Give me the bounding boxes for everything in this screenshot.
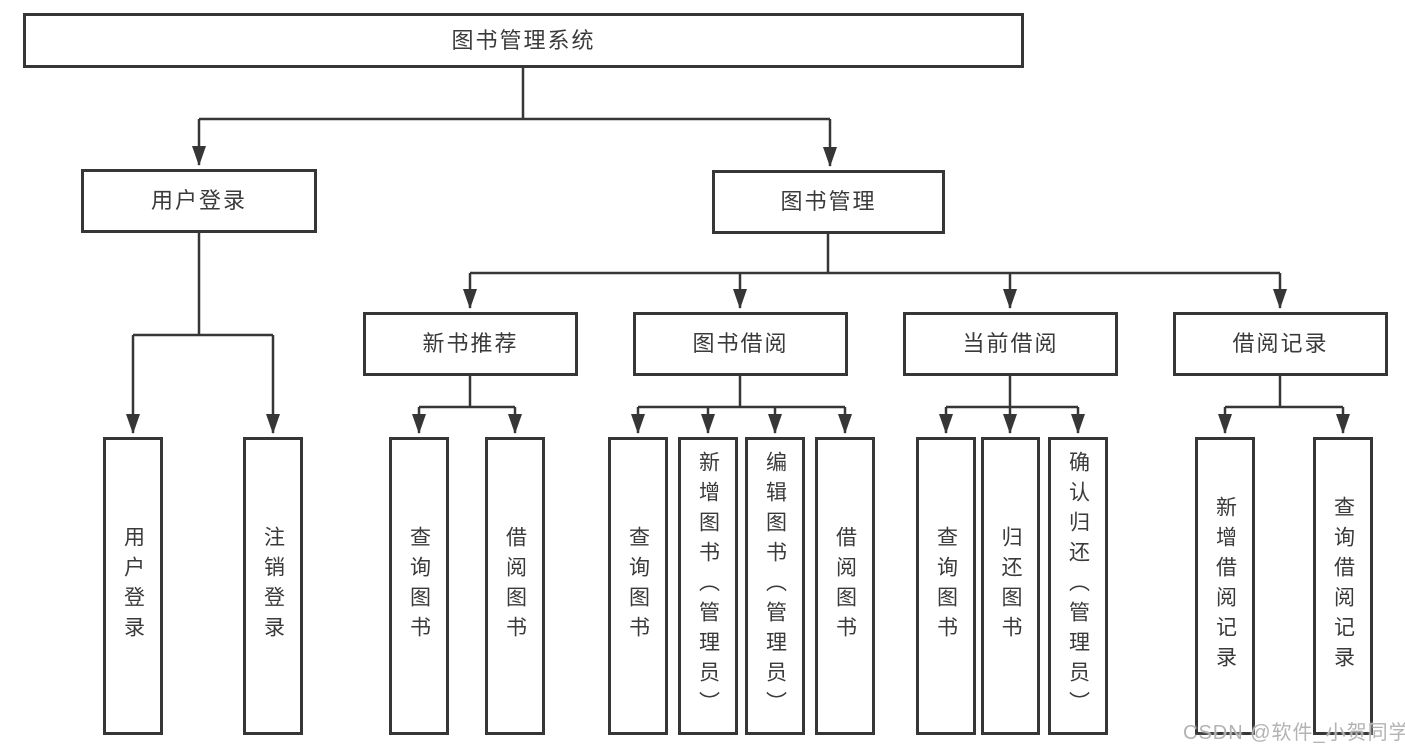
node-query-books-recommend: 查询图书 [389,437,449,735]
node-current-borrow: 当前借阅 [903,312,1118,376]
node-query-books-current: 查询图书 [916,437,976,735]
node-query-books-recommend-label: 查询图书 [407,526,431,646]
node-logout-login: 注销登录 [243,437,303,735]
node-edit-book-admin-label: 编辑图书（管理员） [763,451,787,721]
node-confirm-return-admin: 确认归还（管理员） [1048,437,1108,735]
node-query-books-borrow-label: 查询图书 [626,526,650,646]
node-add-book-admin: 新增图书（管理员） [678,437,738,735]
node-borrow-books-borrow-label: 借阅图书 [833,526,857,646]
node-borrow-books-recommend: 借阅图书 [485,437,545,735]
node-query-books-borrow: 查询图书 [608,437,668,735]
node-user-login-label: 用户登录 [121,526,145,646]
csdn-watermark: CSDN @软件_小贺同学 [1183,722,1405,744]
node-book-borrow: 图书借阅 [633,312,848,376]
node-add-book-admin-label: 新增图书（管理员） [696,451,720,721]
node-logout-login-label: 注销登录 [261,526,285,646]
node-return-books-label: 归还图书 [999,526,1022,646]
node-confirm-return-admin-label: 确认归还（管理员） [1066,451,1090,721]
node-library-management-system: 图书管理系统 [23,13,1024,68]
node-new-book-recommend: 新书推荐 [363,312,578,376]
node-borrow-records: 借阅记录 [1173,312,1388,376]
node-book-management: 图书管理 [712,170,945,234]
node-edit-book-admin: 编辑图书（管理员） [745,437,805,735]
node-user-login-branch: 用户登录 [81,169,317,233]
node-borrow-books-borrow: 借阅图书 [815,437,875,735]
node-query-borrow-record-label: 查询借阅记录 [1331,496,1355,676]
node-user-login: 用户登录 [103,437,163,735]
node-borrow-books-recommend-label: 借阅图书 [503,526,527,646]
node-return-books: 归还图书 [981,437,1040,735]
node-add-borrow-record-label: 新增借阅记录 [1213,496,1237,676]
node-query-books-current-label: 查询图书 [934,526,958,646]
node-add-borrow-record: 新增借阅记录 [1195,437,1255,735]
node-query-borrow-record: 查询借阅记录 [1313,437,1373,735]
